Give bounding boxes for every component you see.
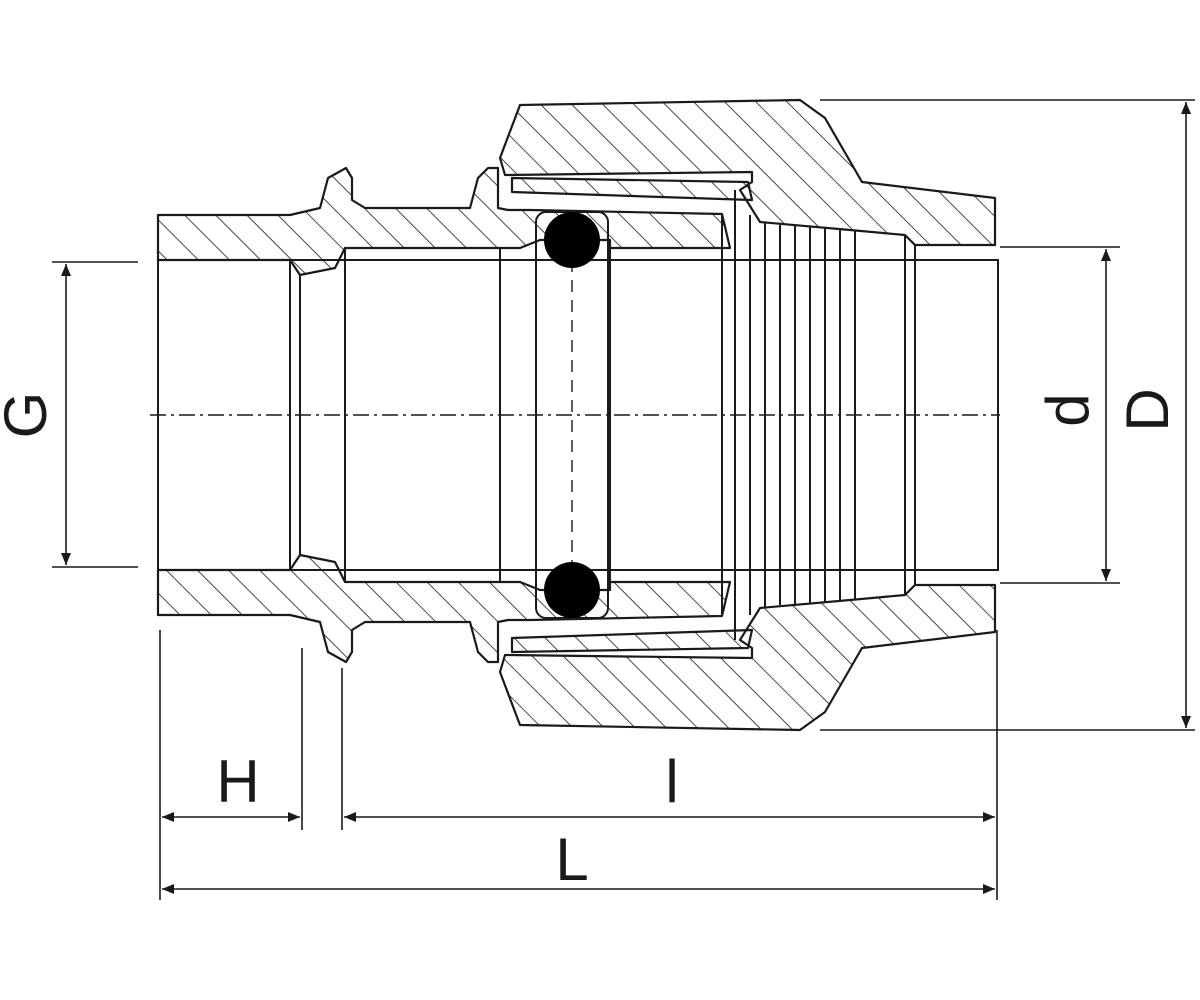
dimension-label-G: G bbox=[0, 392, 59, 439]
nut-lower-section bbox=[498, 583, 997, 732]
oring-bottom bbox=[544, 562, 600, 618]
sleeve-upper-section bbox=[510, 176, 754, 202]
dimension-label-H: H bbox=[216, 748, 259, 815]
threaded-body-lower-section bbox=[156, 553, 732, 664]
sleeve-lower-section bbox=[510, 628, 754, 654]
dimension-label-d: d bbox=[1034, 393, 1101, 426]
nut-upper-section bbox=[498, 98, 997, 247]
oring-top bbox=[544, 212, 600, 268]
dimension-label-l: l bbox=[665, 748, 678, 815]
dimension-label-L: L bbox=[555, 826, 588, 893]
dimension-label-D: D bbox=[1114, 388, 1181, 431]
threaded-body-upper-section bbox=[156, 166, 732, 277]
